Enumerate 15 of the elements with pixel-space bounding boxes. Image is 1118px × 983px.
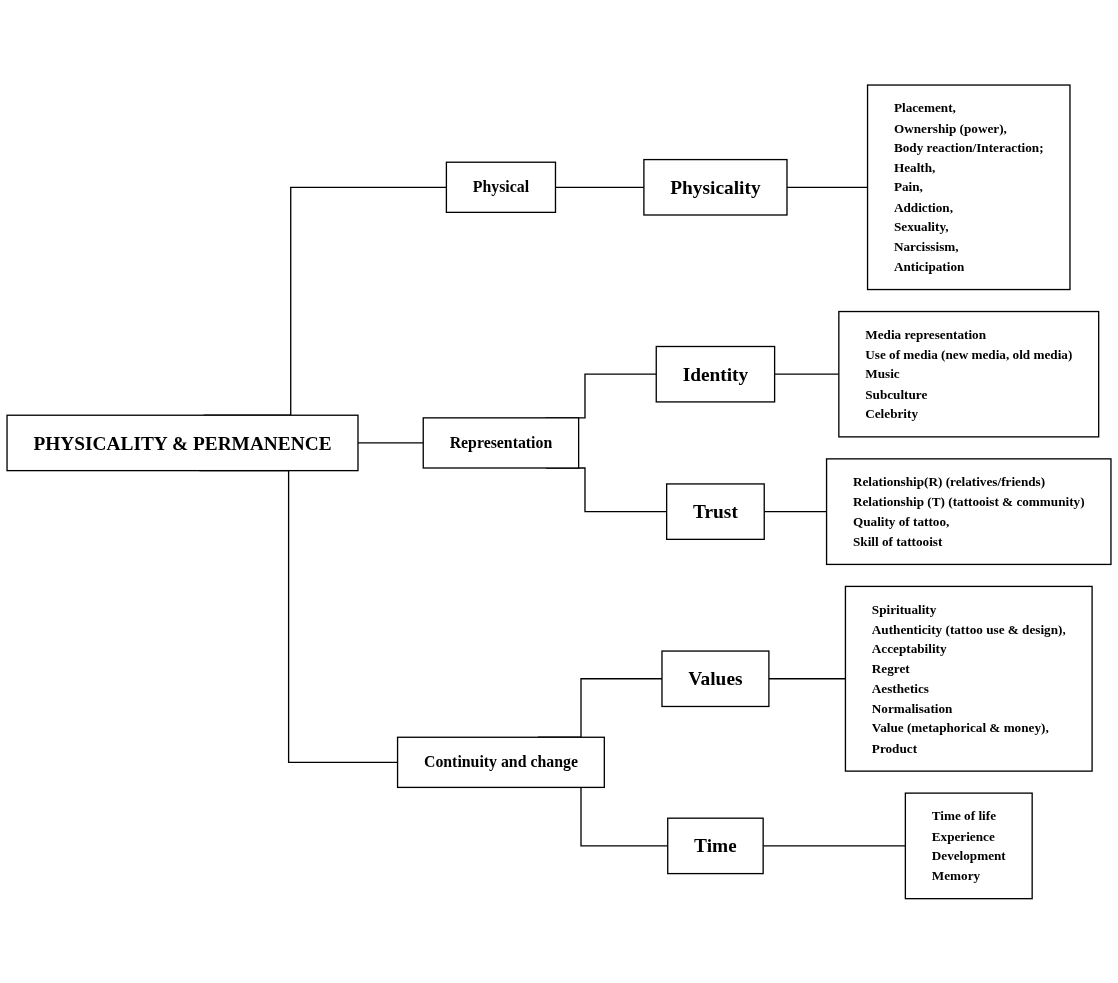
node-box: Values	[661, 650, 770, 707]
node-box: Continuity and change	[396, 736, 605, 788]
connector	[357, 441, 424, 444]
node-box: Time of life Experience Development Memory	[904, 792, 1033, 899]
node-box: Time	[667, 817, 764, 874]
node-box: Representation	[422, 416, 580, 469]
node-box: Spirituality Authenticity (tattoo use & design), Acceptability Regret Aesthetics Normalisation Value (metaphorical & money), Product	[844, 585, 1093, 772]
node-box: Media representation Use of media (new media, old media) Music Subculture Celebrity	[838, 310, 1100, 438]
node-box: Placement, Ownership (power), Body reaction/Interaction; Health, Pain, Addiction, Sexuality, Narcissism, Anticipation	[866, 84, 1071, 290]
node-box: Identity	[655, 345, 776, 403]
node-box: Physical	[445, 161, 557, 213]
node-box: Physicality	[643, 158, 788, 216]
node-box: PHYSICALITY & PERMANENCE	[6, 414, 359, 471]
node-box: Relationship(R) (relatives/friends) Relationship (T) (tattooist & community) Quality of tattoo, Skill of tattooist	[825, 457, 1112, 565]
node-box: Trust	[666, 482, 765, 540]
